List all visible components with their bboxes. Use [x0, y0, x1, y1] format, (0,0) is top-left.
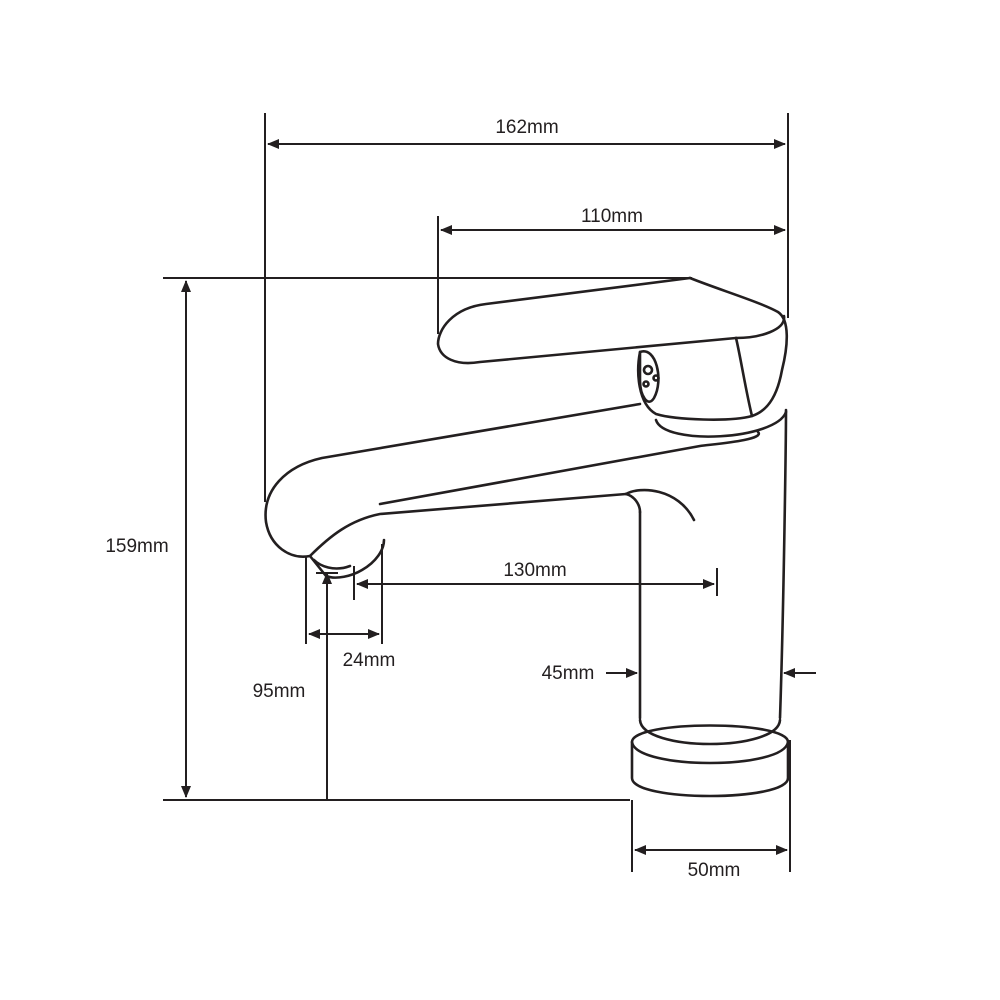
label-spout-reach: 130mm	[503, 560, 566, 581]
faucet-spout	[264, 402, 760, 579]
label-spout-outlet: 24mm	[343, 650, 396, 671]
label-lever-length: 110mm	[581, 206, 643, 227]
label-body-diameter: 45mm	[542, 663, 595, 684]
faucet-base	[630, 718, 790, 798]
faucet-body	[624, 408, 788, 720]
label-spout-height: 95mm	[253, 681, 306, 702]
dimension-lines	[163, 113, 816, 872]
label-overall-length: 162mm	[495, 117, 558, 138]
label-overall-height: 159mm	[105, 536, 168, 557]
label-base-diameter: 50mm	[688, 860, 741, 881]
faucet-lever	[436, 276, 789, 421]
dimension-labels: 162mm 110mm 159mm 130mm 24mm 95mm 45mm 5…	[105, 117, 740, 881]
faucet-drawing	[264, 276, 790, 798]
